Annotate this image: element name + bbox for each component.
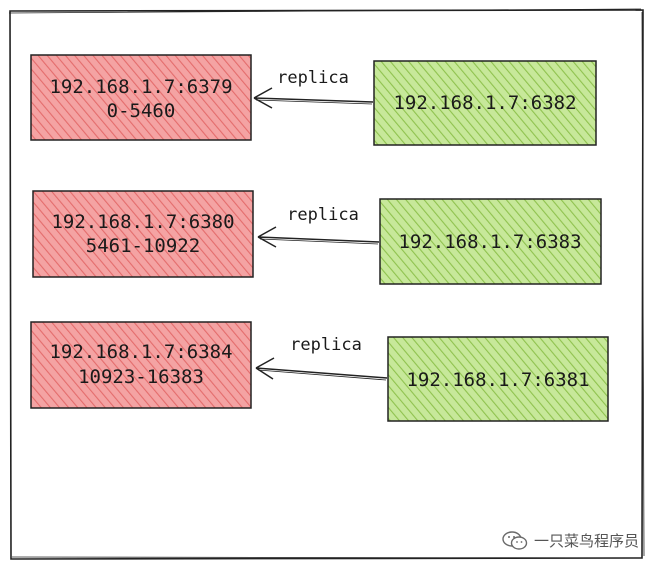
master-node-2-address: 192.168.1.7:6380 [51,211,234,233]
watermark-text: 一只菜鸟程序员 [533,532,639,550]
replica-label-2: replica [287,205,359,225]
replica-label-3: replica [290,335,362,355]
master-node-1-slots: 0-5460 [107,100,176,122]
replica-arrow-3-sketch [257,369,387,381]
master-node-3 [30,321,252,409]
replica-arrow-1-sketch [255,99,373,105]
replica-node-3-address: 192.168.1.7:6381 [406,369,589,391]
replica-arrow-3 [255,357,388,380]
master-node-3-slots: 10923-16383 [78,366,204,388]
master-node-3-address: 192.168.1.7:6384 [49,341,232,363]
replica-node-3 [387,336,609,422]
master-node-2 [32,190,254,278]
watermark: 一只菜鸟程序员 [502,530,639,551]
pair-2: 192.168.1.7:6380 5461-10922 192.168.1.7:… [32,190,602,285]
outer-frame-sketch [8,8,645,559]
pair-1: 192.168.1.7:6379 0-5460 192.168.1.7:6382… [30,54,597,146]
master-node-1 [30,54,252,141]
replica-node-1 [373,60,597,146]
replica-label-1: replica [277,68,349,88]
pair-3: 192.168.1.7:6384 10923-16383 192.168.1.7… [30,321,609,422]
master-node-2-slots: 5461-10922 [86,235,200,257]
replica-node-1-address: 192.168.1.7:6382 [393,92,576,114]
wechat-icon [502,530,528,550]
replica-arrow-2 [257,226,380,248]
master-node-1-address: 192.168.1.7:6379 [49,76,232,98]
replica-node-2-address: 192.168.1.7:6383 [398,231,581,253]
replica-node-2 [379,198,602,285]
replica-arrow-2-sketch [259,238,379,245]
replica-arrow-1 [253,87,374,109]
